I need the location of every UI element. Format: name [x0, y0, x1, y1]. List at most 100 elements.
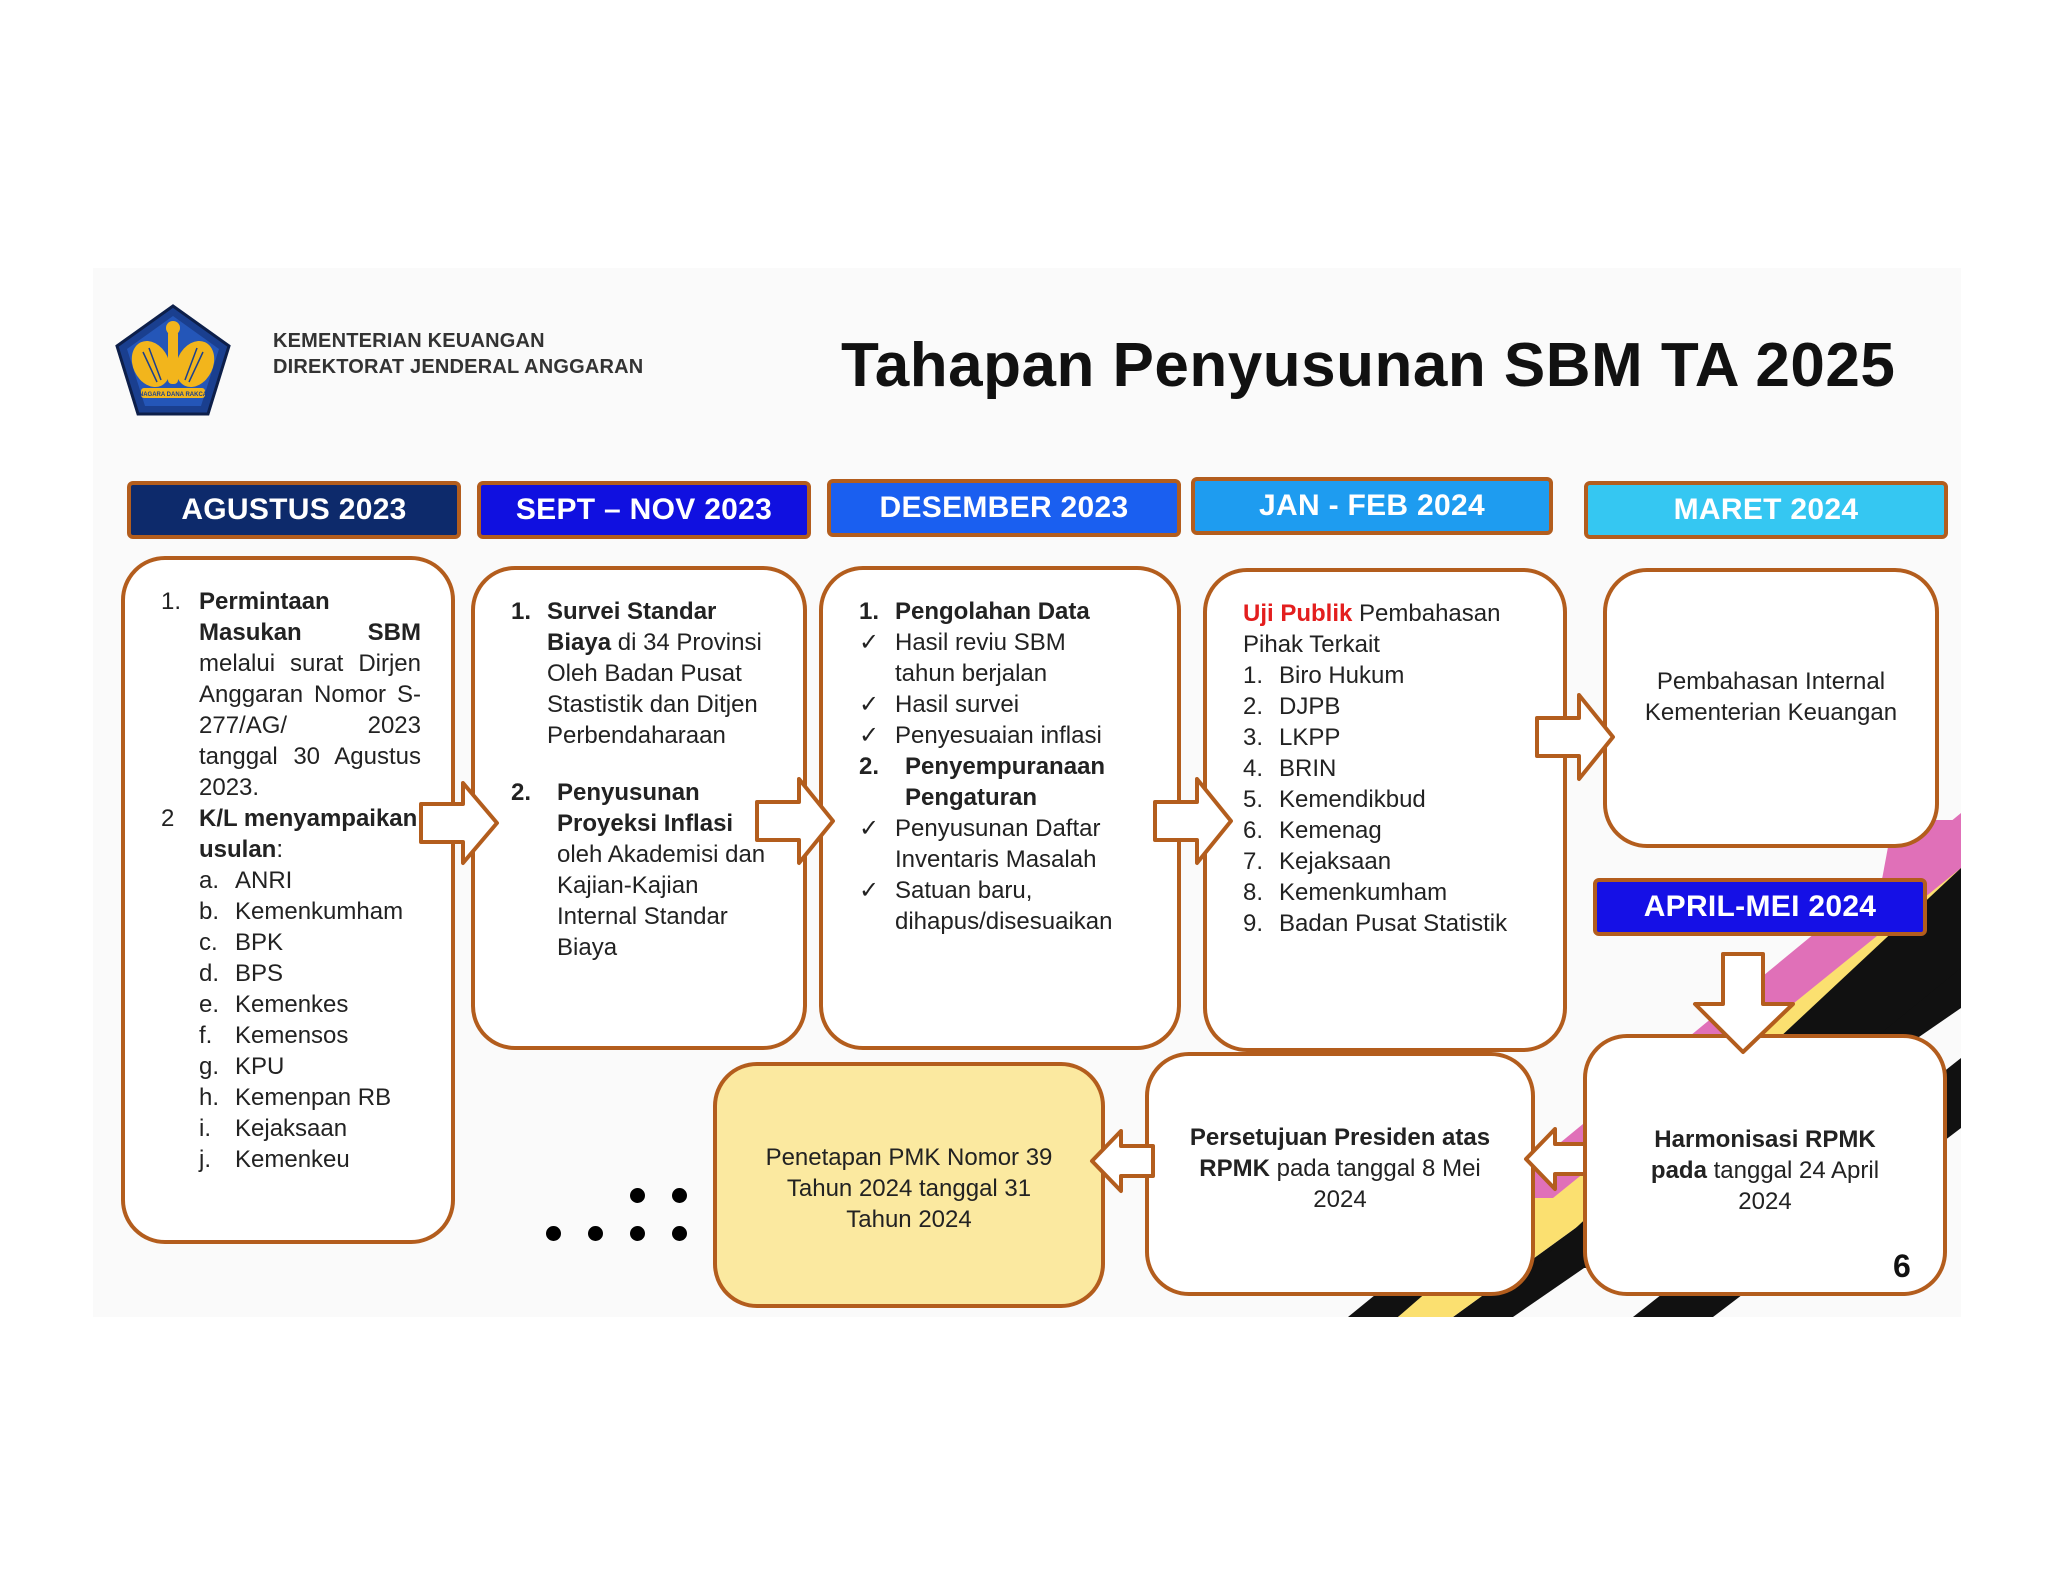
box4-list-value: LKPP — [1279, 724, 1341, 751]
box1-subitem-key: g. — [199, 1053, 220, 1080]
box2-item-2: 2. Penyusunan Proyeksi Inflasi oleh Akad… — [511, 777, 773, 963]
box4-intro-text: Pembahasan Pihak Terkait — [1243, 600, 1501, 658]
org-line-2: DIREKTORAT JENDERAL ANGGARAN — [273, 356, 644, 378]
box3-heading-1: 1. Pengolahan Data — [859, 596, 1157, 627]
stage-jan-feb-2024: JAN - FEB 2024 — [1191, 477, 1553, 535]
box4-list-item: 6.Kemenag — [1243, 815, 1543, 846]
box1-subitem-key: h. — [199, 1084, 220, 1111]
ellipsis-dot — [630, 1226, 645, 1241]
stage3-box: 1. Pengolahan Data ✓ Hasil reviu SBM tahu… — [819, 566, 1181, 1050]
box1-subitem: d.BPS — [199, 958, 421, 989]
box3-check-text: Hasil survei — [895, 691, 1020, 718]
box1-subitem-value: Kemenkes — [235, 991, 349, 1018]
slide: NAGARA DANA RAKCA KEMENTERIAN KEUANGAN D… — [93, 268, 1961, 1317]
box2-num-2: 2. — [511, 779, 532, 806]
box1-subitem: b. Kemenkumham — [199, 896, 421, 927]
box6-text: tanggal 24 April 2024 — [1706, 1157, 1880, 1215]
box4-list-key: 6. — [1243, 817, 1264, 844]
box4-intro: Uji Publik Pembahasan Pihak Terkait — [1243, 598, 1543, 660]
box3-heading-2: 2. Penyempuranaan Pengaturan — [859, 751, 1157, 813]
box1-subitem-key: c. — [199, 929, 218, 956]
box3-check-item: ✓ Satuan baru, dihapus/disesuaikan — [859, 875, 1157, 937]
box1-bold-1: Permintaan Masukan SBM — [199, 588, 421, 646]
box4-list-key: 5. — [1243, 786, 1264, 813]
box2-bold-1: Survei Standar Biaya — [547, 598, 717, 656]
box1-subitem-key: d. — [199, 960, 220, 987]
org-name: KEMENTERIAN KEUANGAN DIREKTORAT JENDERAL… — [273, 328, 643, 380]
stage-desember-2023: DESEMBER 2023 — [827, 479, 1181, 537]
box7-bold-1: Persetujuan Presiden atas — [1189, 1124, 1491, 1151]
box1-subitem-key: b. — [199, 898, 220, 925]
box3-check-item: ✓ Hasil reviu SBM tahun berjalan — [859, 627, 1157, 689]
box1-subitem-value: Kemensos — [235, 1022, 349, 1049]
box1-subitem-value: Kemenkeu — [235, 1146, 350, 1173]
box4-list-item: 8.Kemenkumham — [1243, 877, 1543, 908]
box3-bold-2: Penyempuranaan Pengaturan — [905, 753, 1106, 811]
box3-bold-1: Pengolahan Data — [895, 598, 1090, 625]
box4-list-item: 5.Kemendikbud — [1243, 784, 1543, 815]
box3-num-2: 2. — [859, 753, 880, 780]
box4-list-item: 1.Biro Hukum — [1243, 660, 1543, 691]
ellipsis-dot — [588, 1226, 603, 1241]
box1-subitem-value: Kemenkumham — [235, 898, 404, 925]
box1-text-1: melalui surat Dirjen Anggaran Nomor S-27… — [199, 650, 421, 801]
box1-subitem: j. Kemenkeu — [199, 1144, 421, 1175]
arrow-right-icon — [419, 781, 499, 865]
box1-subitem-key: j. — [199, 1146, 211, 1173]
box1-num-1: 1. — [161, 588, 182, 615]
ellipsis-dot — [630, 1188, 645, 1203]
logo-ribbon-text: NAGARA DANA RAKCA — [139, 392, 208, 398]
stage-maret-2024: MARET 2024 — [1584, 481, 1948, 539]
box1-item-2: 2 K/L menyampaikan usulan: — [161, 803, 421, 865]
box7-bold-2: RPMK — [1199, 1155, 1270, 1182]
box1-subitem-key: f. — [199, 1022, 213, 1049]
box4-list-key: 9. — [1243, 910, 1264, 937]
box4-list-value: Biro Hukum — [1279, 662, 1405, 689]
ellipsis-dot — [672, 1188, 687, 1203]
box3-check-text: Satuan baru, dihapus/disesuaikan — [895, 877, 1113, 935]
box4-list-key: 3. — [1243, 724, 1264, 751]
uji-publik-label: Uji Publik — [1243, 600, 1353, 627]
box4-list-item: 7.Kejaksaan — [1243, 846, 1543, 877]
box4-list-key: 4. — [1243, 755, 1264, 782]
box3-checklist-2: ✓Penyusunan Daftar Inventaris Masalah✓Sa… — [859, 813, 1157, 937]
box4-list-item: 4.BRIN — [1243, 753, 1543, 784]
check-icon: ✓ — [859, 691, 880, 718]
page-title: Tahapan Penyusunan SBM TA 2025 — [841, 331, 1896, 400]
box1-num-2: 2 — [161, 805, 175, 832]
box1-subitem-value: BPK — [235, 929, 284, 956]
stage-april-mei-2024: APRIL-MEI 2024 — [1593, 878, 1927, 936]
box4-list-value: DJPB — [1279, 693, 1341, 720]
box1-subitem: i.Kejaksaan — [199, 1113, 421, 1144]
box1-subitem: h.Kemenpan RB — [199, 1082, 421, 1113]
box2-text-1: di 34 Provinsi Oleh Badan Pusat Stastist… — [547, 629, 762, 749]
box3-checklist-1: ✓ Hasil reviu SBM tahun berjalan ✓ Hasil su… — [859, 627, 1157, 751]
check-icon: ✓ — [859, 629, 880, 656]
box8-text: Penetapan PMK Nomor 39 Tahun 2024 tangga… — [765, 1144, 1053, 1233]
stage4-box: Uji Publik Pembahasan Pihak Terkait 1.Bi… — [1203, 568, 1567, 1052]
box1-subitem-key: i. — [199, 1115, 211, 1142]
check-icon: ✓ — [859, 722, 880, 749]
ellipsis-dot — [546, 1226, 561, 1241]
box3-check-text: Hasil reviu SBM tahun berjalan — [895, 629, 1066, 687]
box6-bold-1: Harmonisasi RPMK — [1654, 1126, 1876, 1153]
check-icon: ✓ — [859, 815, 880, 842]
box4-list-item: 9.Badan Pusat Statistik — [1243, 908, 1543, 939]
box3-check-item: ✓Penyesuaian inflasi — [859, 720, 1157, 751]
arrow-right-icon — [1153, 777, 1233, 865]
ministry-logo: NAGARA DANA RAKCA — [115, 304, 231, 416]
box4-list-item: 2.DJPB — [1243, 691, 1543, 722]
box4-list-value: Kemenkumham — [1279, 879, 1448, 906]
box2-bold-2: Penyusunan Proyeksi Inflasi — [557, 779, 734, 837]
arrow-down-icon — [1693, 952, 1795, 1054]
stage-sept-nov-2023: SEPT – NOV 2023 — [477, 481, 811, 539]
box2-num-1: 1. — [511, 598, 532, 625]
box4-list-item: 3. LKPP — [1243, 722, 1543, 753]
check-icon: ✓ — [859, 877, 880, 904]
org-line-1: KEMENTERIAN KEUANGAN — [273, 330, 545, 352]
box1-subitem-value: KPU — [235, 1053, 285, 1080]
